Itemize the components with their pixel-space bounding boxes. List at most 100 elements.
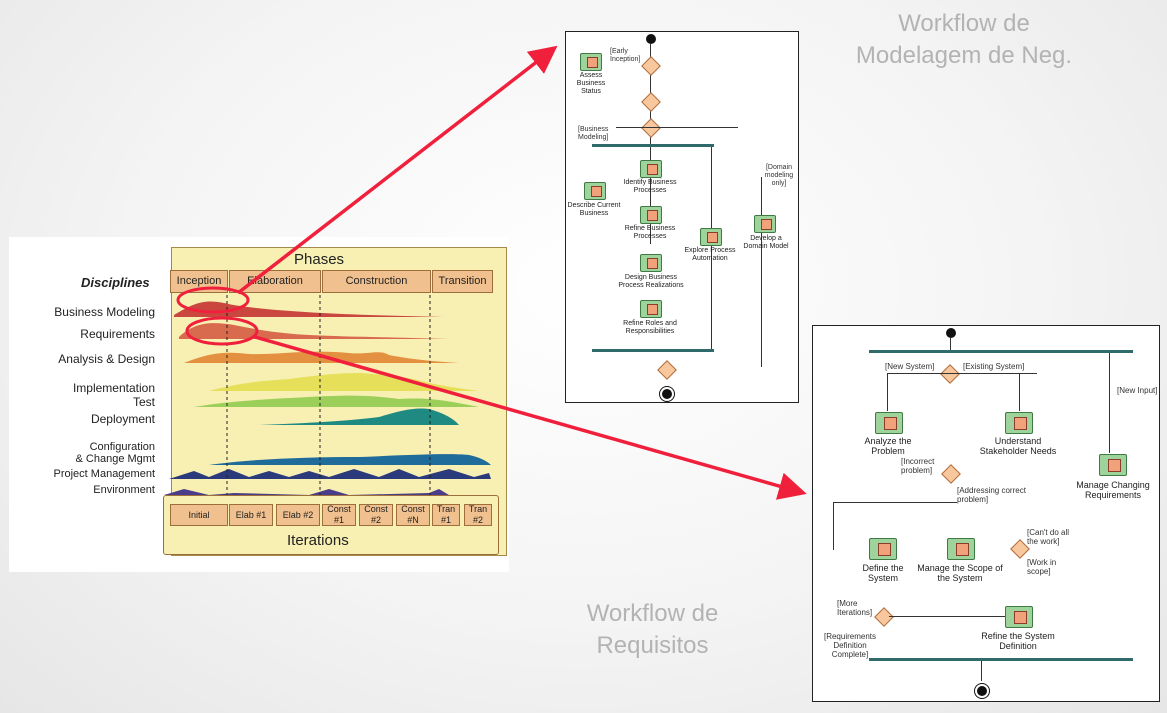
bm-refine-roles-icon	[640, 300, 662, 318]
bm-title-line1: Workflow de	[898, 10, 1030, 37]
bm-decision-2	[641, 92, 661, 112]
iteration-const-1-label: Const	[327, 504, 351, 514]
bm-design-icon	[640, 254, 662, 272]
req-flow-line	[950, 338, 951, 350]
iteration-elab-2: Elab #2	[276, 504, 320, 526]
hump-business-modeling	[174, 301, 444, 317]
highlight-ellipses	[176, 286, 259, 346]
iteration-elab-2-label: Elab #2	[282, 509, 314, 520]
requirements-workflow-title: Workflow de Requisitos	[560, 598, 745, 662]
iteration-initial: Initial	[170, 504, 228, 526]
req-title-line1: Workflow de	[586, 600, 719, 627]
bm-describe-icon	[584, 182, 606, 200]
req-manage-scope-label: Manage the Scope of the System	[917, 563, 1003, 583]
discipline-project-management: Project Management	[53, 468, 156, 480]
bm-develop-label: Develop a Domain Model	[743, 235, 789, 250]
iteration-elab-1: Elab #1	[229, 504, 273, 526]
req-decision-problem	[941, 464, 961, 484]
req-guard-new-input: [New Input]	[1117, 386, 1158, 395]
bm-refine-processes-icon	[640, 206, 662, 224]
iteration-const-1: Const#1	[322, 504, 356, 526]
discipline-change-mgmt: & Change Mgmt	[75, 453, 155, 465]
iteration-const-2-num: #2	[370, 515, 381, 525]
business-modeling-workflow-title: Workflow de Modelagem de Neg.	[830, 8, 1098, 72]
discipline-configuration: Configuration	[89, 441, 155, 453]
bm-explore-icon	[700, 228, 722, 246]
hump-environment	[164, 489, 449, 495]
req-start-node	[946, 328, 956, 338]
req-guard-addressing: [Addressing correct problem]	[957, 486, 1026, 504]
req-define-label: Define the System	[862, 563, 904, 583]
iteration-const-1-num: #1	[333, 515, 344, 525]
discipline-requirements: Requirements	[80, 327, 155, 341]
req-title-line2: Requisitos	[596, 632, 709, 659]
discipline-deployment: Deployment	[90, 412, 155, 426]
bm-refine-roles-label: Refine Roles and Responsibilities	[623, 320, 677, 335]
req-define-icon	[869, 538, 897, 560]
bm-guard-early-inception: [Early Inception]	[610, 48, 641, 63]
bm-branch-line	[616, 127, 738, 128]
requirements-workflow-panel: [New System] [Existing System] [New Inpu…	[812, 325, 1160, 702]
req-decision-iterations	[874, 607, 894, 627]
bm-title-line2: Modelagem de Neg.	[855, 42, 1073, 69]
bm-guard-domain-modeling: [Domain modeling only]	[764, 164, 794, 187]
bm-identify-icon	[640, 160, 662, 178]
discipline-analysis-design: Analysis & Design	[58, 352, 155, 366]
discipline-environment: Environment	[93, 484, 155, 496]
req-guard-work-in-scope: [Work in scope]	[1027, 558, 1057, 576]
bm-decision-1	[641, 56, 661, 76]
req-guard-more-iterations: [More Iterations]	[837, 599, 873, 617]
req-fork-bar	[869, 350, 1133, 353]
bm-merge-decision	[657, 360, 677, 380]
iteration-tran-1: Tran#1	[432, 504, 460, 526]
req-end-node	[977, 686, 987, 696]
iteration-tran-2: Tran#2	[464, 504, 492, 526]
req-guard-existing-system: [Existing System]	[963, 362, 1025, 371]
rup-hump-chart: Phases Disciplines Inception Elaboration…	[9, 237, 509, 572]
bm-identify-label: Identify Business Processes	[623, 179, 677, 194]
req-retry-line	[833, 502, 957, 503]
business-modeling-workflow-panel: [Early Inception] [Business Modeling] [D…	[565, 31, 799, 403]
iteration-tran-2-label: Tran	[468, 504, 488, 514]
req-guard-incorrect: [Incorrect problem]	[901, 457, 935, 475]
req-branch-line	[887, 373, 1037, 374]
bm-decision-3	[641, 118, 661, 138]
req-join-bar	[869, 658, 1133, 661]
req-input-branch	[1109, 353, 1110, 453]
bm-domain-line	[761, 177, 762, 367]
iteration-tran-1-num: #1	[440, 515, 451, 525]
iterations-title: Iterations	[287, 532, 349, 549]
req-left-branch	[887, 373, 888, 411]
highlight-requirements	[185, 316, 259, 346]
discipline-implementation: Implementation	[72, 381, 155, 395]
req-understand-label: Understand Stakeholder Needs	[979, 436, 1057, 456]
req-manage-scope-icon	[947, 538, 975, 560]
phase-inception-label: Inception	[176, 275, 222, 287]
req-right-branch	[1019, 373, 1020, 411]
iteration-elab-1-label: Elab #1	[235, 509, 267, 520]
iteration-initial-label: Initial	[188, 509, 210, 520]
req-iter-line	[889, 616, 1005, 617]
iteration-const-2-label: Const	[364, 504, 388, 514]
req-refine-icon	[1005, 606, 1033, 628]
req-analyze-label: Analyze the Problem	[864, 436, 912, 456]
req-manage-changing-icon	[1099, 454, 1127, 476]
bm-fork-bar	[592, 144, 714, 147]
iteration-const-n: Const#N	[396, 504, 430, 526]
iteration-const-n-label: Const	[401, 504, 425, 514]
req-end-line	[981, 661, 982, 681]
iteration-tran-2-num: #2	[472, 515, 483, 525]
iteration-const-2: Const#2	[359, 504, 393, 526]
highlight-business-modeling	[176, 286, 250, 314]
req-guard-cant-do: [Can't do all the work]	[1027, 528, 1069, 546]
iteration-tran-1-label: Tran	[436, 504, 456, 514]
bm-start-node	[646, 34, 656, 44]
bm-develop-icon	[754, 215, 776, 233]
bm-describe-label: Describe Current Business	[567, 202, 621, 217]
bm-explore-label: Explore Process Automation	[684, 247, 736, 262]
bm-guard-business-modeling: [Business Modeling]	[578, 126, 609, 141]
req-analyze-icon	[875, 412, 903, 434]
discipline-test: Test	[132, 395, 155, 409]
discipline-business-modeling: Business Modeling	[54, 305, 155, 319]
disciplines-header: Disciplines	[81, 275, 150, 290]
